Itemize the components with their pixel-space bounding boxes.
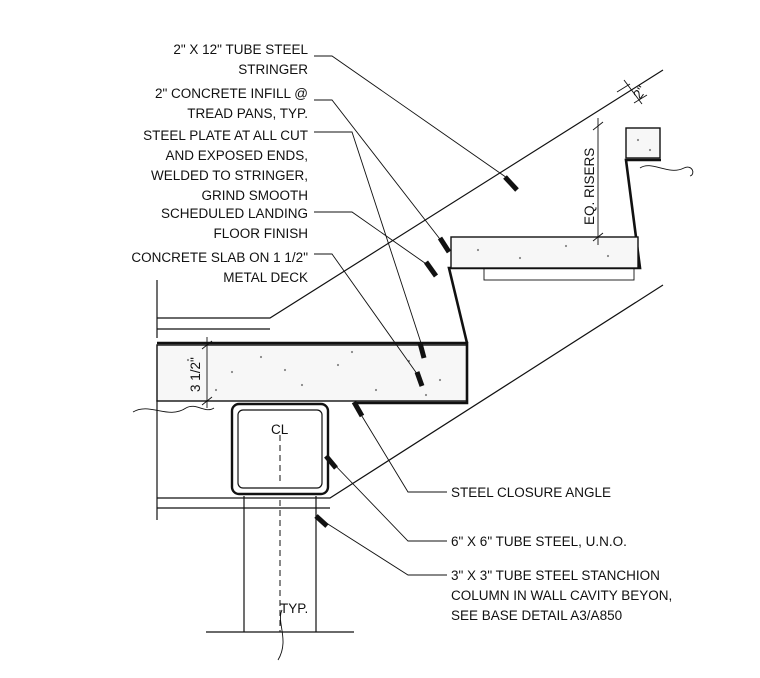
stanchion-label-line3: SEE BASE DETAIL A3/A850 <box>451 608 622 623</box>
plate-label-line2: AND EXPOSED ENDS, <box>165 148 308 163</box>
risers-dimension: EQ. RISERS <box>582 148 597 225</box>
tread-infill <box>450 127 661 281</box>
plate-label-line1: STEEL PLATE AT ALL CUT <box>143 128 308 143</box>
stanchion-column <box>206 496 354 661</box>
slab-label-line1: CONCRETE SLAB ON 1 1/2" <box>131 250 308 265</box>
centerline-label: CL <box>271 422 289 437</box>
callouts-right: STEEL CLOSURE ANGLE 6" X 6" TUBE STEEL, … <box>280 485 672 623</box>
stanchion-label-line1: 3" X 3" TUBE STEEL STANCHION <box>451 568 660 583</box>
stringer-label-line1: 2" X 12" TUBE STEEL <box>173 42 308 57</box>
slab-label-line2: METAL DECK <box>223 270 308 285</box>
infill-label-line1: 2" CONCRETE INFILL @ <box>155 86 308 101</box>
infill-label-line2: TREAD PANS, TYP. <box>187 106 308 121</box>
finish-label-line1: SCHEDULED LANDING <box>161 206 308 221</box>
callouts-left: 2" X 12" TUBE STEEL STRINGER 2" CONCRETE… <box>131 42 308 285</box>
leaders <box>314 55 519 576</box>
tube-steel-label: 6" X 6" TUBE STEEL, U.N.O. <box>451 534 627 549</box>
stanchion-label-line2: COLUMN IN WALL CAVITY BEYON, <box>451 588 672 603</box>
typical-label: TYP. <box>280 601 308 616</box>
closure-angle-label: STEEL CLOSURE ANGLE <box>451 485 611 500</box>
finish-label-line2: FLOOR FINISH <box>213 226 308 241</box>
slab-depth-dimension: 3 1/2" <box>188 357 203 392</box>
stringer-outline <box>156 69 664 520</box>
tube-steel-6x6: CL <box>230 402 330 496</box>
plate-label-line3: WELDED TO STRINGER, <box>151 168 308 183</box>
stringer-label-line2: STRINGER <box>238 62 308 77</box>
dimensions: 3 1/2" EQ. RISERS 2" <box>188 79 650 408</box>
steel-plate-profile <box>157 158 661 405</box>
break-symbols <box>132 165 694 413</box>
plate-label-line4: GRIND SMOOTH <box>202 188 309 203</box>
tread-depth-dimension: 2" <box>630 83 649 102</box>
